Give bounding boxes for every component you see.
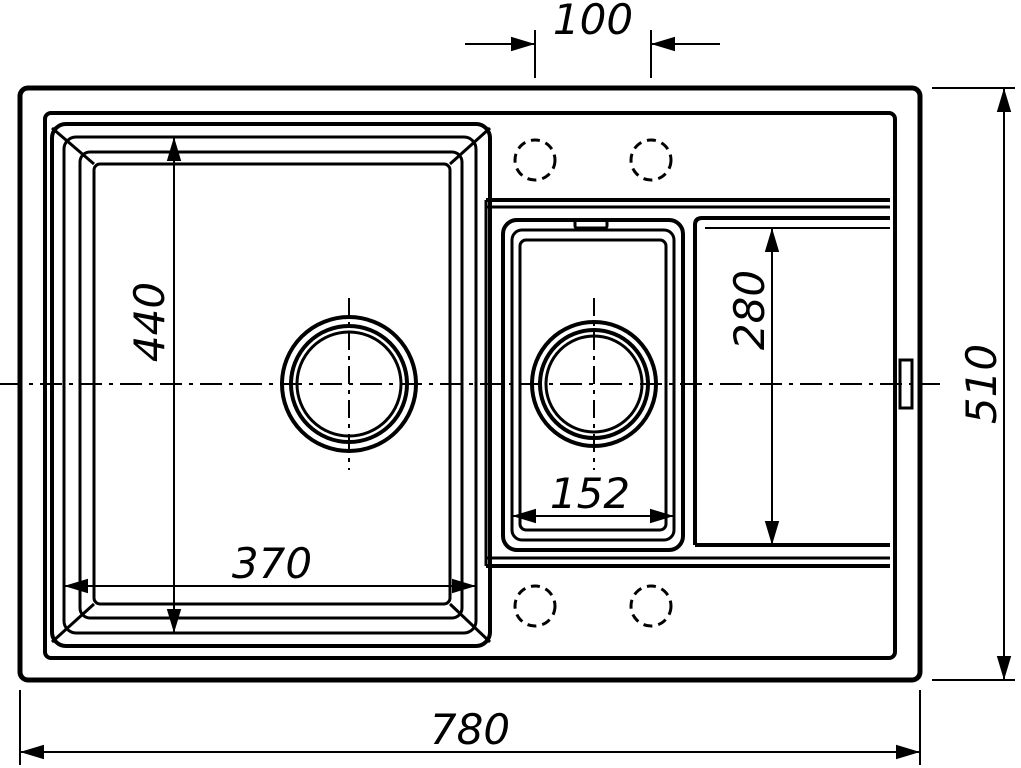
dim-text-tap-spacing: 100 (553, 0, 633, 44)
dim-overall-width: 780 (19, 690, 921, 765)
dim-text-main-bowl-depth: 440 (125, 282, 174, 362)
dim-main-bowl-width: 370 (64, 539, 476, 594)
dim-main-bowl-depth: 440 (125, 137, 182, 633)
dim-overall-height: 510 (932, 87, 1015, 681)
dim-text-main-bowl-width: 370 (232, 539, 312, 588)
dim-text-drainer-depth: 280 (725, 270, 774, 350)
dim-text-overall-width: 780 (430, 705, 510, 754)
dim-small-bowl-width: 152 (512, 469, 674, 524)
tap-hole-icon (513, 584, 557, 628)
tap-hole-icon (513, 138, 557, 182)
tap-hole-icon (629, 138, 673, 182)
drainer-board (693, 216, 890, 547)
sink-inner-rim (43, 111, 897, 660)
dim-text-overall-height: 510 (957, 344, 1006, 424)
dim-drainer-depth: 280 (725, 228, 780, 545)
right-section-frame (484, 198, 890, 568)
tap-hole-icon (629, 584, 673, 628)
dim-tap-spacing: 100 (465, 0, 720, 78)
dim-text-small-bowl-width: 152 (550, 469, 630, 518)
